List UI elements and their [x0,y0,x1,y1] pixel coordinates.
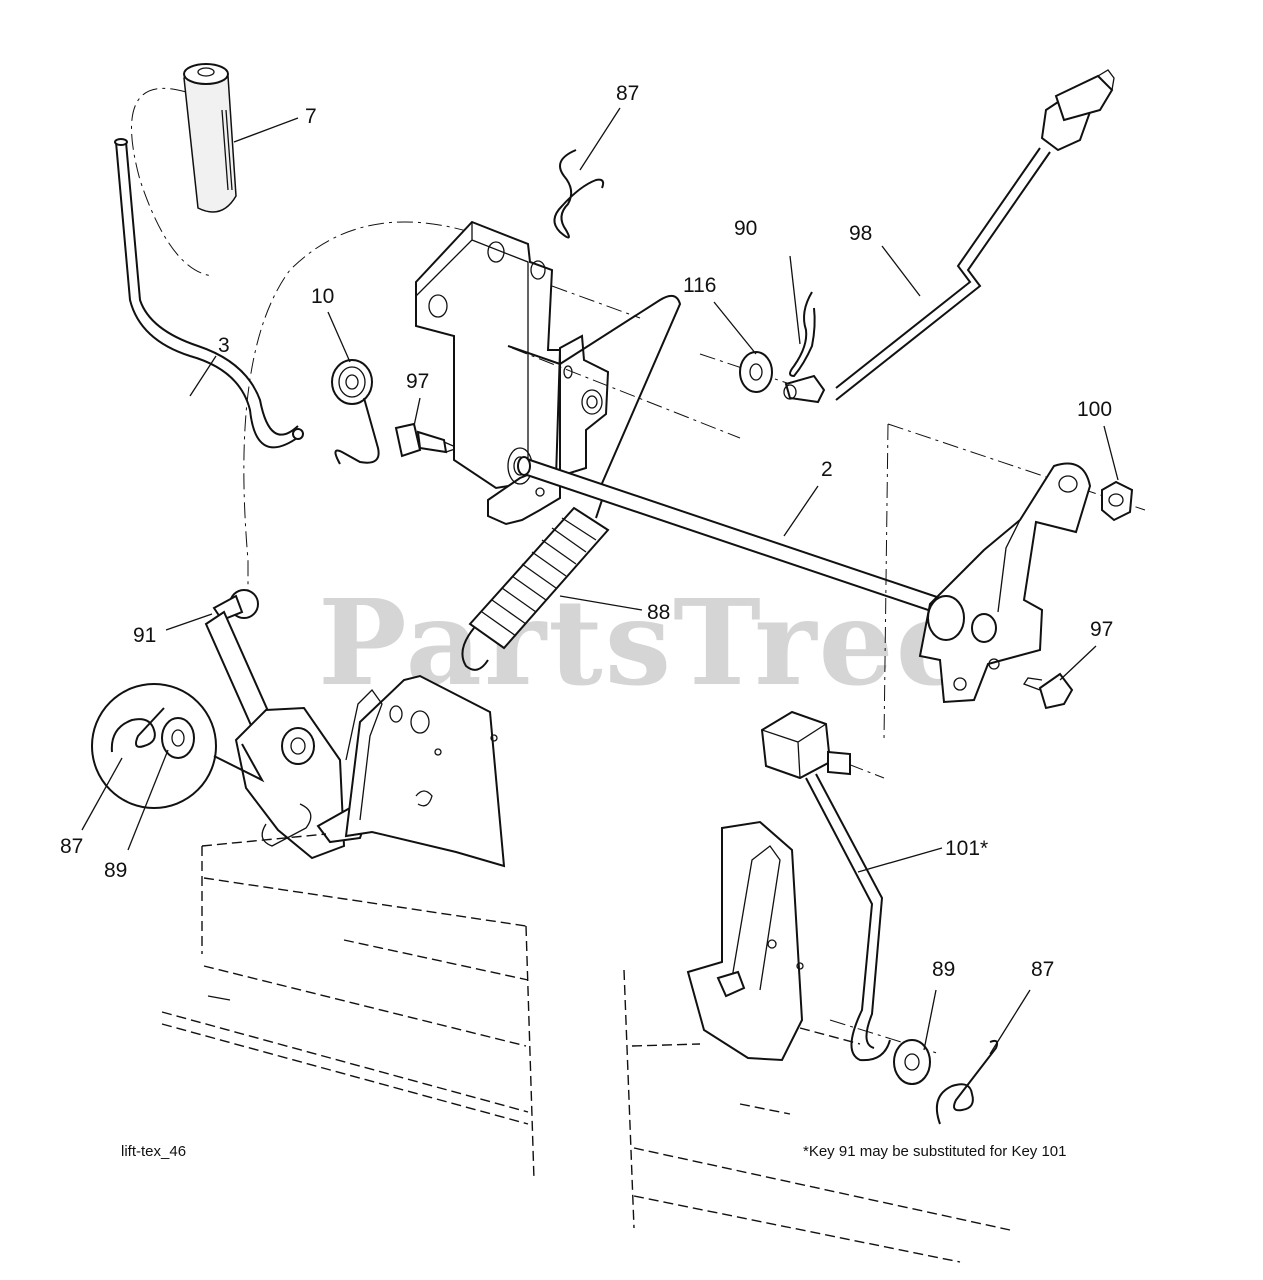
callout-98[interactable]: 98 [849,222,872,245]
callout-101[interactable]: 101* [945,837,988,860]
axis-line-vertical [883,423,889,741]
deck-side-plate-left[interactable] [344,674,506,868]
extension-spring[interactable] [461,499,610,671]
bolt-left[interactable] [394,422,460,458]
axis-line-block [847,763,885,779]
lift-link-rod[interactable] [783,69,1115,404]
callout-87-left[interactable]: 87 [60,835,83,858]
hairpin-clip-87-top[interactable] [553,149,605,239]
bolt-right[interactable] [1023,672,1074,710]
mounting-bracket[interactable] [415,220,562,490]
handle-alignment-arc [243,221,471,590]
callout-91[interactable]: 91 [133,624,156,647]
callout-10[interactable]: 10 [311,285,334,308]
spring-hook-wire[interactable] [507,294,682,489]
grip-alignment-line [131,87,213,277]
washer-116[interactable] [739,351,773,393]
lift-handle[interactable] [114,138,304,449]
callout-87-right[interactable]: 87 [1031,958,1054,981]
hex-nut[interactable] [1101,480,1134,522]
callout-7[interactable]: 7 [305,105,317,128]
lift-arm-right[interactable] [918,462,1092,704]
diagram-code: lift-tex_46 [121,1143,186,1160]
torsion-spring[interactable] [331,359,380,465]
callout-2[interactable]: 2 [821,458,833,481]
callout-90[interactable]: 90 [734,217,757,240]
hairpin-clip-87-right[interactable] [936,1039,999,1125]
lift-link-91[interactable] [204,589,274,734]
deck-side-plate-right[interactable] [686,820,804,1062]
axis-line-116 [699,353,791,385]
deck-housing-left [161,833,535,1181]
leader-lines [81,107,1119,1055]
pivot-plate[interactable] [559,334,610,478]
callout-97-left[interactable]: 97 [406,370,429,393]
axis-line-top [551,285,641,319]
deck-housing-right [623,969,1011,1263]
callout-100[interactable]: 100 [1077,398,1112,421]
handle-grip[interactable] [183,63,237,213]
washer-89-right[interactable] [893,1039,931,1085]
callout-88[interactable]: 88 [647,601,670,624]
axis-line-pin [511,347,741,439]
callout-116[interactable]: 116 [683,274,716,297]
callout-3[interactable]: 3 [218,334,230,357]
callout-97-right[interactable]: 97 [1090,618,1113,641]
callout-89-left[interactable]: 89 [104,859,127,882]
hairpin-clip-90[interactable] [789,291,816,378]
callout-89-right[interactable]: 89 [932,958,955,981]
callout-87-top[interactable]: 87 [616,82,639,105]
lift-link-101[interactable] [760,710,891,1062]
footnote: *Key 91 may be substituted for Key 101 [803,1143,1067,1160]
detail-inset [91,683,265,809]
